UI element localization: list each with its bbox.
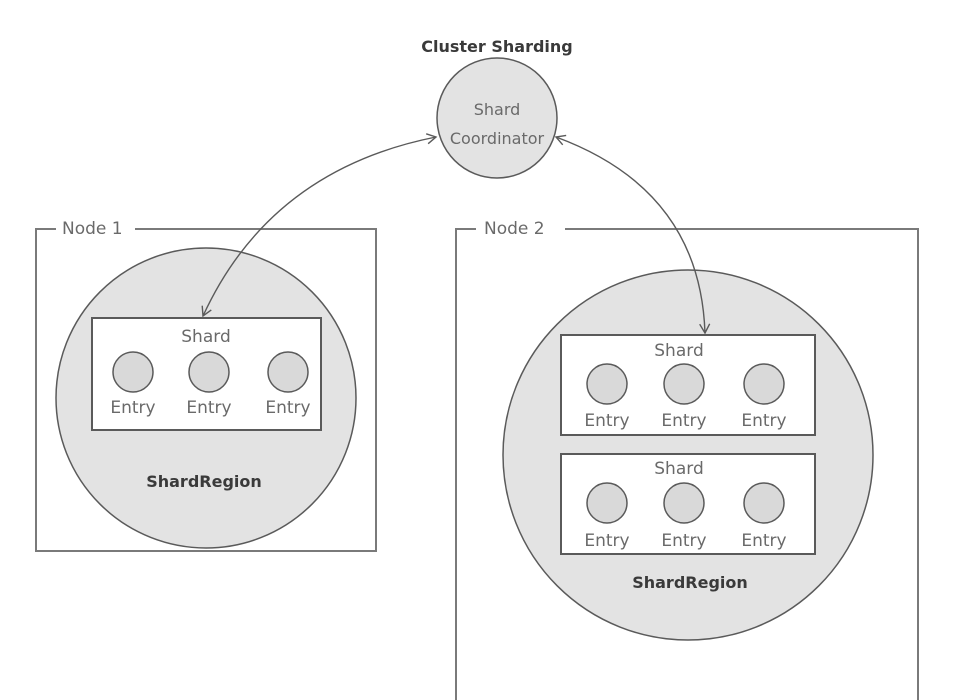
node-2-label: Node 2 bbox=[484, 219, 545, 239]
entry-label: Entry bbox=[110, 398, 155, 418]
entry-label: Entry bbox=[584, 411, 629, 431]
entry-icon bbox=[586, 482, 628, 524]
shard-region-label: ShardRegion bbox=[632, 573, 748, 592]
entry-label: Entry bbox=[661, 531, 706, 551]
entry-icon bbox=[663, 363, 705, 405]
shard-label: Shard bbox=[181, 327, 230, 347]
entry-icon bbox=[188, 351, 230, 393]
shard-region-label: ShardRegion bbox=[146, 472, 262, 491]
entry-label: Entry bbox=[584, 531, 629, 551]
entry-label: Entry bbox=[661, 411, 706, 431]
entry-icon bbox=[663, 482, 705, 524]
entry-icon bbox=[743, 482, 785, 524]
coordinator-circle bbox=[436, 57, 558, 179]
shard-coordinator: Shard Coordinator bbox=[436, 57, 558, 179]
entry-icon bbox=[743, 363, 785, 405]
arrow-coordinator-node2 bbox=[554, 134, 711, 335]
entry-label: Entry bbox=[741, 411, 786, 431]
entry-icon bbox=[586, 363, 628, 405]
entry-icon bbox=[267, 351, 309, 393]
shard-label: Shard bbox=[654, 459, 703, 479]
node-1-label: Node 1 bbox=[62, 219, 123, 239]
coordinator-label-line2: Coordinator bbox=[450, 129, 545, 148]
node-2: Node 2 Shard Entry Entry Entry Shard Ent… bbox=[455, 219, 919, 700]
entry-icon bbox=[112, 351, 154, 393]
coordinator-label-line1: Shard bbox=[474, 100, 521, 119]
entry-label: Entry bbox=[265, 398, 310, 418]
entry-label: Entry bbox=[741, 531, 786, 551]
diagram-title: Cluster Sharding bbox=[421, 37, 572, 56]
entry-label: Entry bbox=[186, 398, 231, 418]
arrow-coordinator-node1 bbox=[201, 133, 438, 318]
node-1: Node 1 Shard Entry Entry Entry ShardRegi… bbox=[35, 219, 377, 552]
shard-label: Shard bbox=[654, 341, 703, 361]
